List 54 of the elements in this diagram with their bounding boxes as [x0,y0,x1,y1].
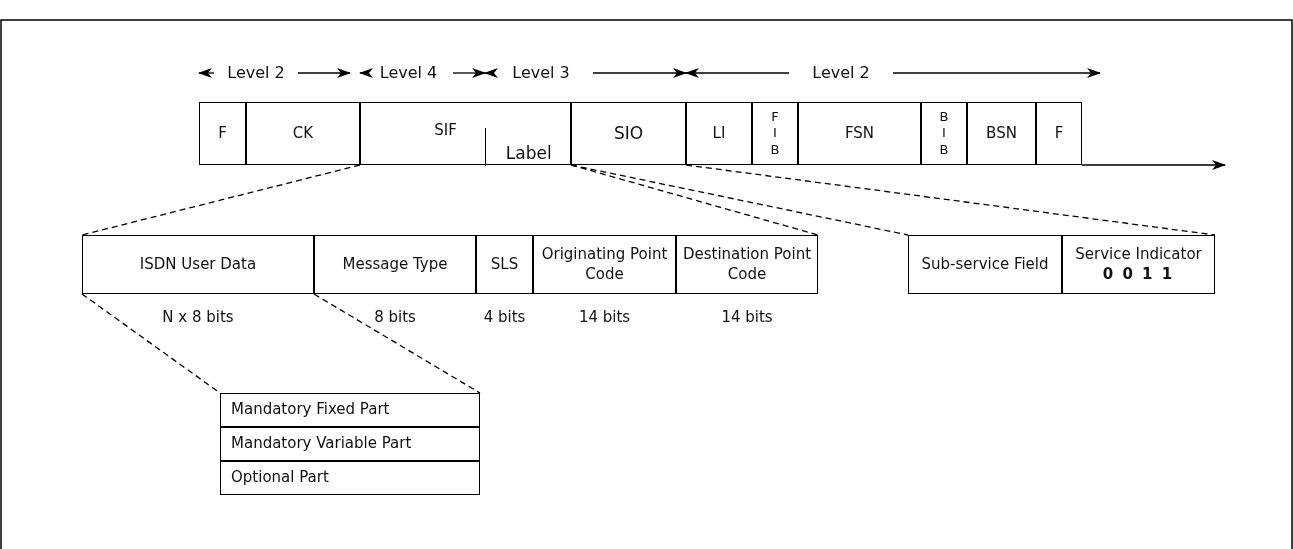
field-label: LI [712,123,726,144]
field-label: SIO [613,122,644,145]
field-label: Service Indicator [1075,245,1202,265]
field-box [921,102,967,165]
field-label: FSN [844,123,875,144]
field-box [533,235,676,294]
level-label: Level 2 [227,63,285,82]
field-label: F [218,123,227,144]
bit-length-label: 8 bits [374,308,416,326]
field-label: Destination Point Code [681,245,813,284]
field-box [220,393,480,427]
field-label: F I B [770,109,780,158]
field-box [246,102,360,165]
field-label: Sub-service Field [921,254,1049,275]
field-box [220,461,480,495]
field-box [1036,102,1082,165]
field-label: Label [505,141,552,164]
bit-length-label: N x 8 bits [162,308,234,326]
field-box [220,427,480,461]
bit-length-label: 14 bits [578,308,631,326]
field-label: B I B [939,109,949,158]
field-label: Originating Point Code [540,245,669,284]
field-box [360,102,571,165]
level-label: Level 3 [512,63,570,82]
field-box [798,102,921,165]
expansion-line [313,293,481,394]
field-label: Message Type [342,254,448,275]
field-label: CK [292,123,314,144]
field-box [1062,235,1215,294]
field-box [199,102,246,165]
code-value: 0 0 1 1 [1102,264,1175,284]
field-label: BSN [986,123,1017,144]
field-box [571,102,686,165]
expansion-line [81,164,361,236]
field-label: Mandatory Variable Part [231,434,412,454]
field-label: SIF [434,120,457,141]
field-label: ISDN User Data [139,254,257,275]
field-box [314,235,476,294]
field-label: F [1054,123,1064,144]
field-box [908,235,1062,294]
field-box [476,235,533,294]
field-box [686,102,752,165]
expansion-line [570,164,909,236]
field-box [82,235,314,294]
field-box [752,102,798,165]
field-label: Mandatory Fixed Part [231,400,390,420]
field-box [967,102,1036,165]
level-label: Level 4 [379,63,438,82]
bit-length-label: 4 bits [483,308,526,326]
field-label: SLS [490,254,519,275]
level-label: Level 2 [812,63,870,82]
field-label: Optional Part [231,468,329,488]
bit-length-label: 14 bits [721,308,773,326]
field-box [676,235,818,294]
